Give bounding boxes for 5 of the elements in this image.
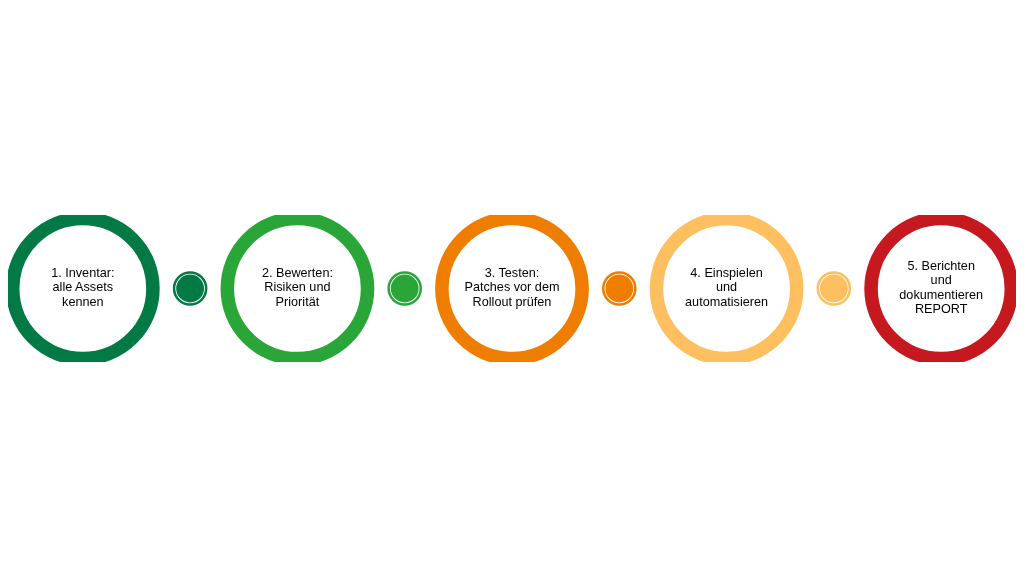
node-circle: 4. Einspielen und automatisieren xyxy=(649,214,804,362)
node-circle: 5. Berichten und dokumentieren REPORT xyxy=(864,214,1016,362)
node-circle: 3. Testen: Patches vor dem Rollout prüfen xyxy=(435,214,589,362)
node-circle: 2. Bewerten: Risiken und Priorität xyxy=(220,214,375,362)
node-circle: 1. Inventar: alle Assets kennen xyxy=(8,214,160,362)
